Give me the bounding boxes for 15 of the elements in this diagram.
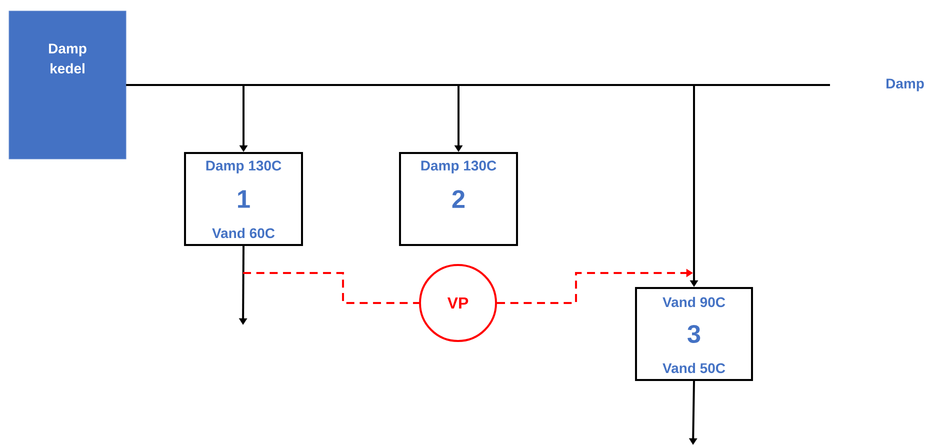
box-text: Vand 90C [662,296,726,308]
box-text: Damp 130C [421,160,496,174]
box-number: 2 [452,190,465,208]
box-text: Damp 130C [206,160,282,174]
process-box [184,152,303,246]
line-label: Damp [886,78,924,92]
process-box [399,152,518,246]
box-text: Vand 60C [212,228,275,238]
box-number: 1 [238,190,250,208]
pipe-line [126,84,830,86]
box-number: 3 [688,325,700,343]
boiler-box: Damp kedel [8,10,126,160]
process-box [635,287,753,381]
box-text: Vand 50C [662,362,726,374]
pipe-line [243,272,419,304]
